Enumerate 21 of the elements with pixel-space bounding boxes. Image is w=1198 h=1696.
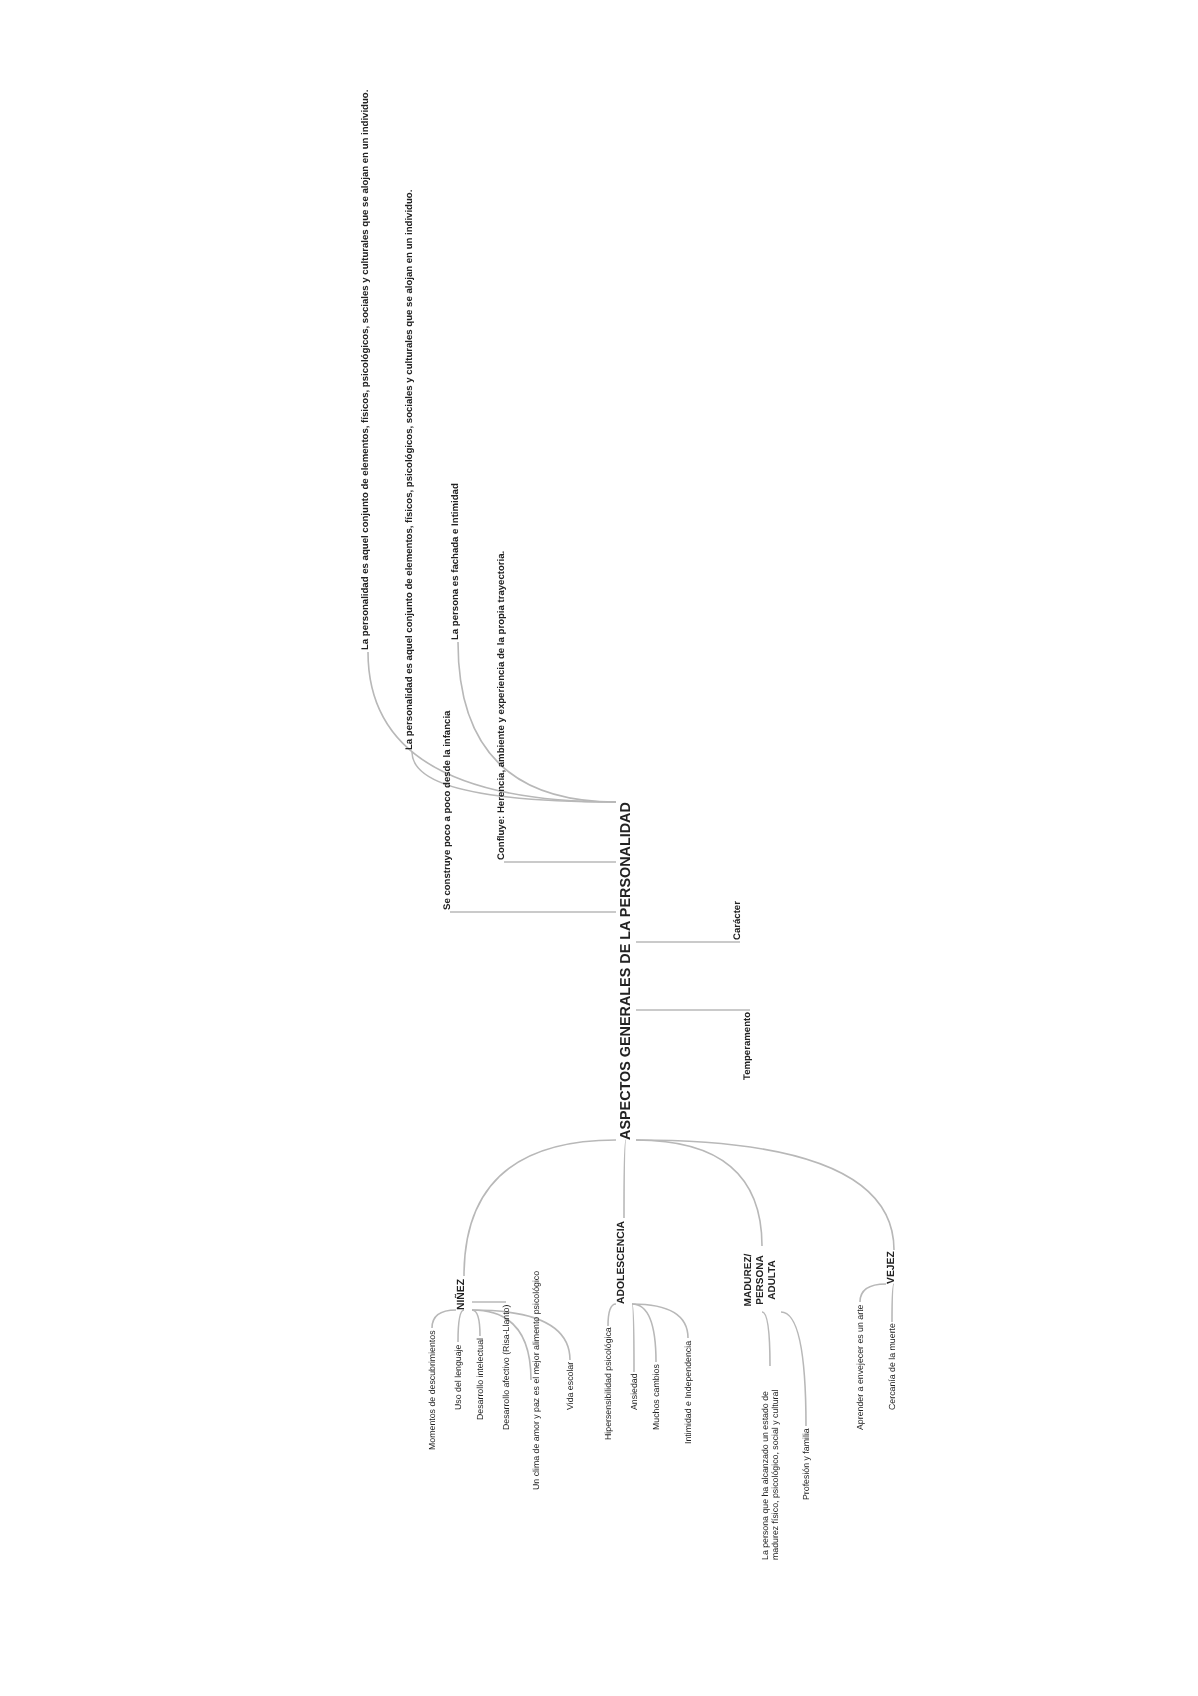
branch-line — [635, 1009, 751, 1011]
branch-line — [471, 1301, 507, 1303]
branch-line — [635, 941, 741, 943]
branch-line — [457, 1309, 465, 1343]
branch-line — [463, 1139, 617, 1277]
branch-line — [631, 1303, 635, 1373]
branch-line — [449, 911, 617, 913]
branch-line — [859, 1283, 887, 1303]
branch-line — [607, 1303, 617, 1327]
branch-line — [891, 1283, 895, 1323]
branch-line — [431, 1309, 457, 1329]
branch-line — [471, 1309, 571, 1361]
branch-line — [631, 1303, 657, 1363]
branch-line — [471, 1309, 481, 1337]
branch-line — [367, 651, 617, 803]
branch-line — [635, 1139, 895, 1251]
branch-line — [623, 1139, 627, 1219]
branch-line — [780, 1311, 807, 1427]
branch-line — [761, 1311, 771, 1367]
branch-line — [631, 1303, 689, 1339]
branch-line — [503, 861, 617, 863]
